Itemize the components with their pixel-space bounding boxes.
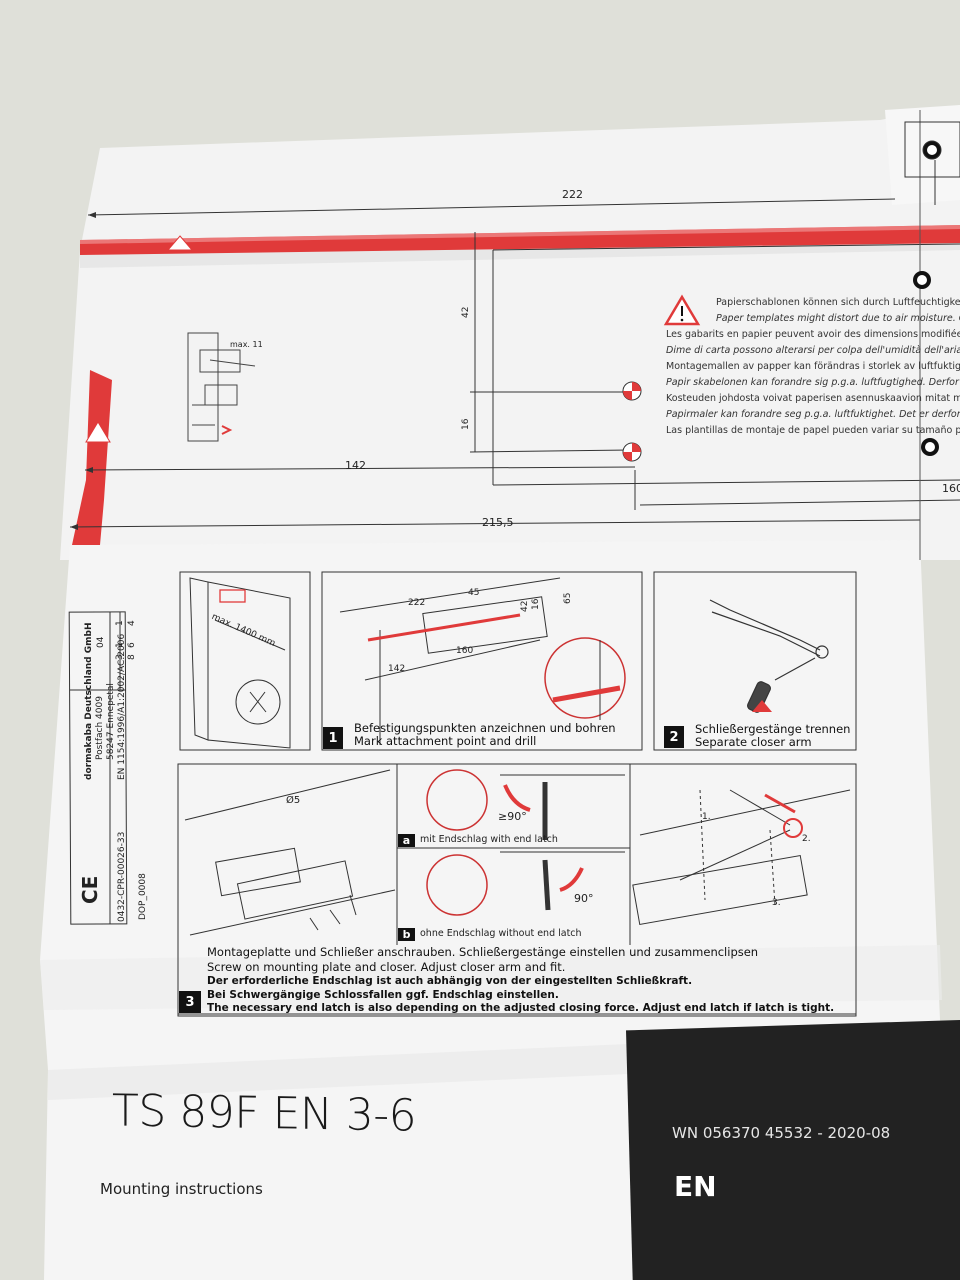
warning-line-sv: Montagemallen av papper kan förändras i … [666, 361, 960, 372]
drill-target-right-mid [913, 271, 931, 289]
warning-line-en: Paper templates might distort due to air… [716, 313, 960, 324]
step3-line-de: Montageplatte und Schließer anschrauben.… [207, 945, 759, 959]
step3-number: 3 [179, 991, 201, 1013]
band-warning-icon [166, 235, 194, 251]
step1-dim-222: 222 [408, 598, 426, 608]
step1-dim-142: 142 [388, 664, 406, 674]
cert-code-1b: 1 [115, 620, 125, 626]
drill-target-right-top [922, 140, 942, 160]
step1-caption-de: Befestigungspunkten anzeichnen und bohre… [354, 721, 616, 735]
substep-b-text: ohne Endschlag without end latch [420, 928, 582, 939]
step3-note-de-2: Bei Schwergängige Schlossfallen ggf. End… [207, 989, 559, 1001]
cert-code-4: 4 [127, 620, 137, 626]
warning-line-fr: Les gabarits en papier peuvent avoir des… [666, 329, 960, 340]
cert-code-04: 04 [96, 636, 106, 648]
template-dim-42: 42 [461, 306, 471, 318]
red-left-strip [72, 370, 112, 545]
step2-panel [653, 571, 857, 751]
cert-box-frame [68, 611, 128, 925]
manufacturer-name: dormakaba Deutschland GmbH [84, 622, 94, 781]
drill-target-right-low [921, 438, 939, 456]
step1-dim-16: 16 [531, 598, 541, 610]
left-warning-icon [85, 421, 111, 443]
latch-sketch [187, 332, 256, 442]
moisture-warning-icon [663, 294, 701, 326]
document-number: WN 056370 45532 - 2020-08 [672, 1124, 891, 1142]
step3-note-en: The necessary end latch is also dependin… [207, 1002, 835, 1014]
template-dim-215-5: 215,5 [482, 516, 514, 529]
substep-b-letter: b [398, 928, 415, 941]
step1-dim-160: 160 [456, 646, 474, 656]
substep-b-angle: 90° [574, 892, 594, 905]
warning-line-it: Dime di carta possono alterarsi per colp… [666, 345, 960, 356]
drill-target-lower [622, 442, 642, 462]
ce-mark: CE [78, 875, 102, 904]
product-title: TS 89F EN 3-6 [112, 1085, 417, 1142]
step3-panel [177, 763, 857, 1017]
drill-target-upper [622, 381, 642, 401]
step2-number: 2 [664, 726, 684, 748]
template-dim-160-partial: 160 [942, 482, 960, 495]
warning-line-de: Papierschablonen können sich durch Luftf… [716, 297, 960, 308]
cert-code-3: 3 [115, 654, 125, 660]
warning-line-fi: Kosteuden johdosta voivat paperisen asen… [666, 393, 960, 404]
manufacturer-po-box: Postfach 4009 [95, 696, 105, 760]
dop-number: DOP_0008 [138, 873, 148, 920]
step1-dim-65: 65 [563, 592, 573, 604]
cert-code-1a: 1 [115, 642, 125, 648]
substep-a-angle: ≥90° [498, 810, 527, 823]
document-subtitle: Mounting instructions [100, 1180, 263, 1198]
step1-dim-42: 42 [520, 600, 530, 612]
marker-2: 2. [802, 834, 811, 844]
warning-line-da: Papir skabelonen kan forandre sig p.g.a.… [666, 377, 959, 388]
cpr-number: 0432-CPR-00026-33 [117, 831, 127, 922]
substep-a-text: mit Endschlag with end latch [420, 834, 558, 845]
language-panel [626, 1020, 960, 1280]
warning-line-es: Las plantillas de montaje de papel puede… [666, 425, 960, 436]
screw-diameter-label: Ø5 [286, 795, 301, 806]
cert-code-8: 8 [127, 654, 137, 660]
cert-code-6: 6 [127, 642, 137, 648]
warning-line-no: Papirmaler kan forandre seg p.g.a. luftf… [666, 409, 960, 420]
template-right-flap [885, 105, 960, 205]
step3-line-en: Screw on mounting plate and closer. Adju… [207, 960, 566, 974]
step2-caption-en: Separate closer arm [695, 735, 812, 749]
step1-number: 1 [323, 727, 343, 749]
language-code: EN [674, 1170, 717, 1203]
template-dim-222: 222 [562, 188, 583, 201]
step1-dim-45: 45 [468, 588, 480, 598]
marker-3: 3. [772, 898, 781, 908]
template-dim-16: 16 [461, 418, 471, 430]
step1-panel-left [179, 571, 311, 751]
substep-a-letter: a [398, 834, 415, 847]
template-dim-142: 142 [345, 459, 366, 472]
step3-note-de-1: Der erforderliche Endschlag ist auch abh… [207, 975, 693, 987]
step1-caption-en: Mark attachment point and drill [354, 734, 537, 748]
template-sheet [60, 105, 960, 560]
step2-caption-de: Schließergestänge trennen [695, 722, 851, 736]
manufacturer-city: 58247 Ennepetal [106, 683, 116, 760]
template-dim-max11: max. 11 [230, 340, 263, 349]
marker-1: 1. [702, 812, 711, 822]
step1-panel-main [321, 571, 643, 751]
